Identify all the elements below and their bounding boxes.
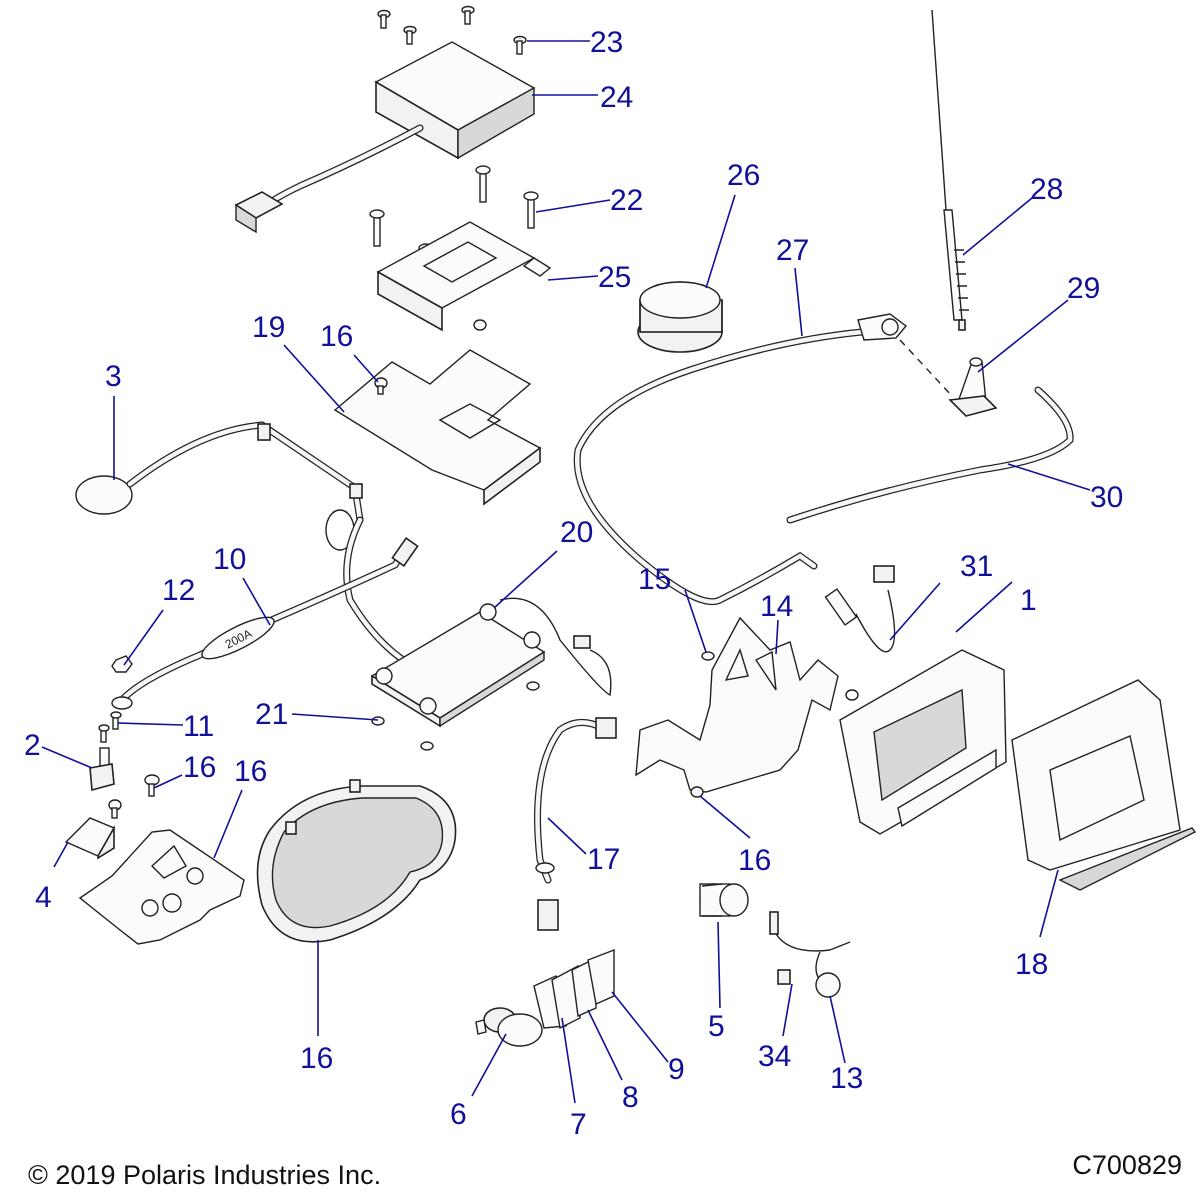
callout-9[interactable]: 9 [668,1053,685,1086]
usb-port-harness-13 [769,911,851,998]
callout-28[interactable]: 26 [727,159,760,192]
callout-21[interactable]: 19 [252,311,285,344]
fused-cable-10: 200A [111,537,419,710]
ground-strap-32 [786,386,1074,524]
antenna-mast-30 [931,9,969,331]
callout-19[interactable]: 17 [587,843,620,876]
callout-7[interactable]: 7 [570,1108,587,1141]
callout-30[interactable]: 28 [1030,173,1063,206]
clip-15 [701,651,715,661]
ignition-switch-6 [475,1007,543,1047]
callout-8[interactable]: 8 [622,1081,639,1114]
display-bezel-20 [1011,679,1197,891]
callout-6[interactable]: 6 [450,1098,467,1131]
callouts: 23 24 22 25 26 27 28 29 30 31 1 3 19 16 … [24,26,1123,1141]
amplifier-module-26 [234,41,536,234]
callout-16-left[interactable]: 16 [183,751,216,784]
antenna-base-31 [948,357,998,417]
rocker-switches [533,948,615,1030]
callout-18[interactable]: 16 [234,755,267,788]
callout-16-top[interactable]: 16 [320,320,353,353]
callout-5[interactable]: 5 [708,1010,725,1043]
display-unit-1 [839,649,1007,835]
callout-16-mid[interactable]: 16 [738,844,771,877]
callout-13[interactable]: 13 [830,1062,863,1095]
callout-11[interactable]: 11 [183,710,214,743]
callout-17[interactable]: 16 [300,1042,333,1075]
grommets-23 [371,681,540,751]
callout-1[interactable]: 1 [1020,584,1037,617]
callout-26[interactable]: 24 [600,81,633,114]
adapter-cable-33 [824,565,896,653]
callout-15[interactable]: 15 [638,563,671,596]
callout-4[interactable]: 4 [35,881,52,914]
callout-24[interactable]: 22 [610,184,643,217]
instrument-cluster-17 [256,779,457,943]
callout-20[interactable]: 18 [1015,948,1048,981]
callout-25[interactable]: 23 [590,26,623,59]
power-outlet-5 [699,883,749,917]
cluster-bracket-18 [78,829,245,945]
fastener-16-mid [690,689,859,798]
screws-25 [377,5,527,55]
connector-clip-34 [777,969,791,985]
module-bracket-27 [376,221,552,332]
mounting-plate-21 [333,349,542,506]
callout-31[interactable]: 29 [1067,272,1100,305]
callout-33[interactable]: 31 [960,550,993,583]
leader-lines [41,40,1091,1104]
terminal-post-2 [89,747,115,792]
callout-27[interactable]: 25 [598,261,631,294]
screws-11 [98,711,122,743]
callout-32[interactable]: 30 [1090,481,1123,514]
figure-id: C700829 [1072,1150,1182,1180]
callout-3[interactable]: 3 [105,360,122,393]
sensor-pad-3 [75,421,424,674]
fastener-16-left [108,774,160,819]
callout-12[interactable]: 12 [162,574,195,607]
antenna-cable-29 [573,313,953,606]
callout-23[interactable]: 21 [255,698,288,731]
copyright-text: © 2019 Polaris Industries Inc. [28,1160,382,1190]
gps-puck-28 [637,281,723,353]
fastener-16-top [374,319,487,395]
callout-29[interactable]: 27 [776,234,809,267]
callout-22[interactable]: 20 [560,516,593,549]
control-module-22 [370,597,612,728]
small-bracket-4 [64,817,116,860]
callout-10[interactable]: 10 [213,543,246,576]
callout-34[interactable]: 34 [758,1040,791,1073]
callout-2[interactable]: 2 [24,729,41,762]
callout-14[interactable]: 14 [760,590,793,623]
display-bracket-14 [635,616,839,793]
harness-connector-19 [534,717,617,931]
